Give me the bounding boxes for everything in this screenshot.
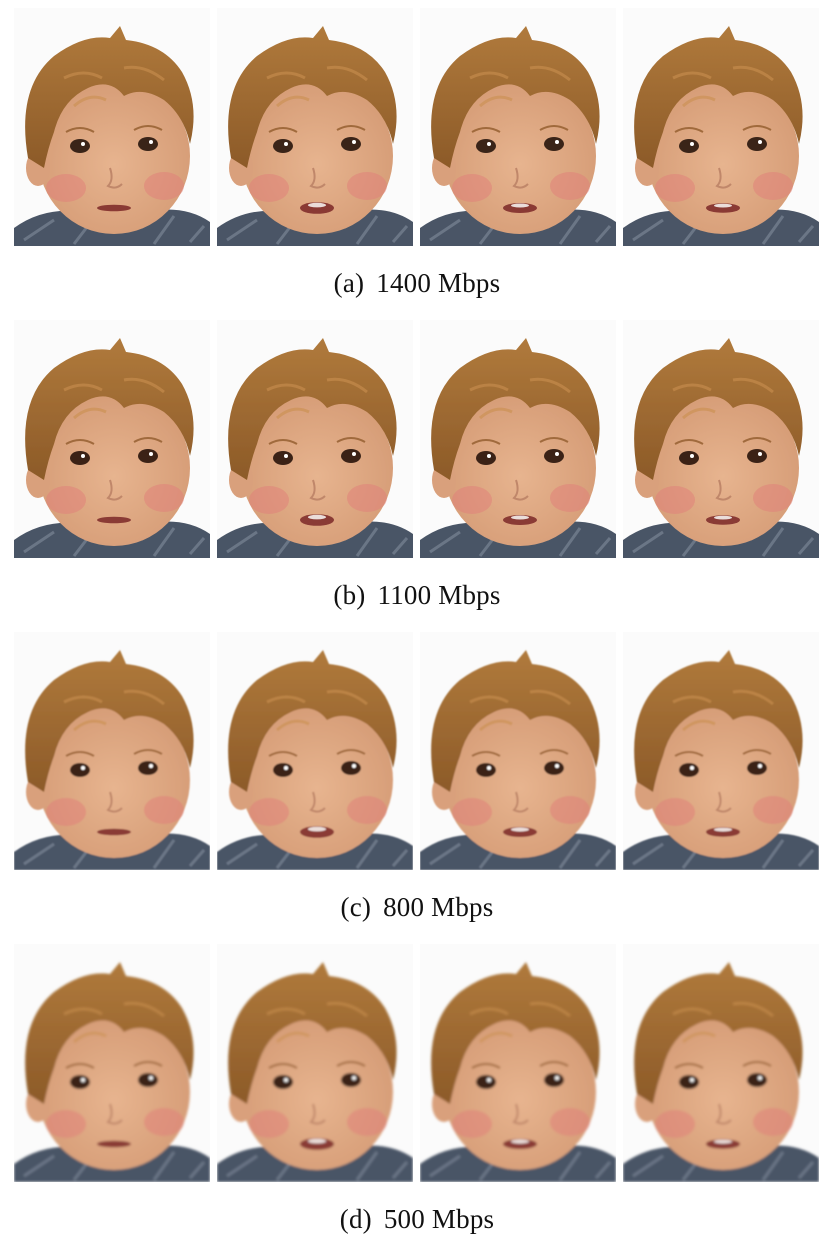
frame-strip [14,320,820,558]
subfigure-label: (b) [333,580,366,610]
toddler-face-icon [217,8,413,246]
subfigure-bitrate: 1400 Mbps [376,268,501,298]
toddler-face-icon [623,8,819,246]
frame-strip [14,632,820,870]
video-frame-image [420,944,616,1182]
subfigure-caption: (c) 800 Mbps [14,892,820,923]
video-frame-image [217,944,413,1182]
toddler-face-icon [217,320,413,558]
toddler-face-icon [420,944,616,1182]
video-frame-image [420,8,616,246]
subfigure-label: (d) [339,1204,372,1234]
toddler-face-icon [14,944,210,1182]
video-frame-image [14,8,210,246]
subfigure-bitrate: 800 Mbps [383,892,494,922]
toddler-face-icon [14,320,210,558]
subfigure-label: (c) [340,892,372,922]
toddler-face-icon [217,944,413,1182]
toddler-face-icon [14,8,210,246]
toddler-face-icon [623,944,819,1182]
subfigure-row: (a) 1400 Mbps [14,8,820,298]
video-frame-image [217,320,413,558]
subfigure-bitrate: 1100 Mbps [377,580,501,610]
video-frame-image [623,632,819,870]
video-frame-image [420,320,616,558]
video-frame-image [14,944,210,1182]
video-frame-image [14,632,210,870]
toddler-face-icon [420,632,616,870]
toddler-face-icon [623,320,819,558]
subfigure-row: (d) 500 Mbps [14,944,820,1234]
subfigure-label: (a) [333,268,365,298]
video-frame-image [420,632,616,870]
video-frame-image [14,320,210,558]
frame-strip [14,8,820,246]
toddler-face-icon [623,632,819,870]
video-frame-image [623,944,819,1182]
subfigure-caption: (b) 1100 Mbps [14,580,820,611]
toddler-face-icon [420,8,616,246]
video-frame-image [217,632,413,870]
video-frame-image [217,8,413,246]
subfigure-row: (c) 800 Mbps [14,632,820,922]
subfigure-caption: (d) 500 Mbps [14,1204,820,1235]
video-frame-image [623,8,819,246]
subfigure-caption: (a) 1400 Mbps [14,268,820,299]
subfigure-row: (b) 1100 Mbps [14,320,820,610]
frame-strip [14,944,820,1182]
toddler-face-icon [420,320,616,558]
video-frame-image [623,320,819,558]
toddler-face-icon [217,632,413,870]
subfigure-bitrate: 500 Mbps [383,1204,495,1234]
toddler-face-icon [14,632,210,870]
